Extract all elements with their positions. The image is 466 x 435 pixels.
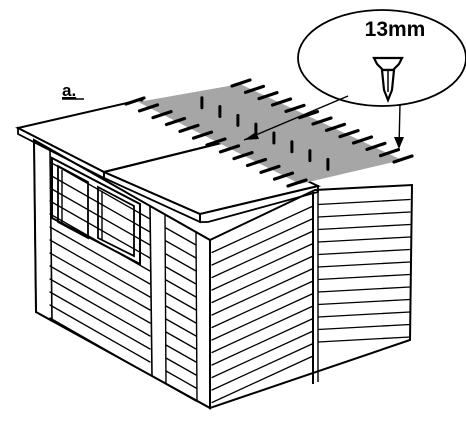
cladding-line — [211, 230, 313, 279]
cladding-line — [211, 218, 313, 266]
nail-mark — [178, 123, 200, 133]
cladding-line — [317, 273, 411, 281]
nail-mark — [324, 122, 347, 132]
cladding-line — [49, 291, 151, 350]
cladding-line — [165, 240, 197, 259]
window-pane-left — [57, 164, 89, 240]
nail-mark — [218, 144, 241, 154]
cladding-line — [211, 243, 313, 291]
cladding-line — [317, 311, 411, 318]
nail-mark — [232, 151, 254, 161]
cladding-line — [49, 278, 151, 337]
cladding-line — [165, 266, 197, 285]
cladding-line — [317, 286, 411, 293]
cladding-line — [317, 223, 411, 231]
cladding-line — [165, 279, 197, 298]
shed-windows — [51, 156, 141, 266]
cladding-line — [211, 293, 313, 341]
left-wall-cladding — [49, 161, 197, 402]
cladding-line — [49, 304, 151, 363]
nail-mark — [378, 148, 401, 158]
step-label: a. — [62, 81, 76, 100]
cladding-line — [317, 323, 411, 331]
nail-mark — [392, 154, 414, 164]
nail-mark — [191, 130, 214, 140]
nail-mark — [272, 171, 295, 181]
nail-mark — [243, 84, 266, 94]
cladding-line — [317, 261, 411, 268]
cladding-line — [211, 255, 313, 304]
nail-mark — [311, 116, 333, 126]
shed-left-wall — [32, 138, 211, 410]
cladding-line — [49, 252, 151, 311]
nail-mark — [205, 137, 227, 147]
cladding-line — [165, 357, 197, 376]
cladding-line — [49, 200, 151, 259]
cladding-line — [165, 331, 197, 350]
nail-mark — [286, 178, 308, 188]
nail-size-callout: 13mm — [297, 9, 466, 107]
cladding-line — [211, 355, 313, 404]
nail-mark — [257, 91, 279, 101]
cladding-line — [317, 236, 411, 243]
roofing-nail-icon — [372, 56, 404, 103]
cladding-line — [165, 305, 197, 324]
nail-mark — [284, 103, 306, 113]
cladding-line — [165, 227, 197, 246]
cladding-line — [165, 253, 197, 272]
nail-mark — [137, 103, 160, 113]
window-pane-right — [97, 185, 135, 258]
cladding-line — [211, 330, 313, 379]
cladding-line — [49, 239, 151, 298]
cladding-line — [165, 292, 197, 311]
nail-mark — [245, 157, 268, 168]
nail-mark — [365, 141, 387, 151]
nail-mark — [297, 110, 320, 120]
nail-mark — [124, 96, 146, 106]
callout-arrows — [243, 95, 404, 149]
shed-right-wall — [209, 183, 414, 410]
nail-mark — [259, 164, 281, 174]
cladding-line — [211, 280, 313, 329]
nail-mark — [338, 129, 360, 139]
arrow-head-left — [244, 132, 259, 140]
cladding-line — [317, 211, 411, 218]
nail-mark — [270, 97, 293, 107]
cladding-line — [211, 305, 313, 354]
cladding-line — [49, 265, 151, 324]
nail-mark — [351, 135, 374, 145]
cladding-line — [211, 343, 313, 391]
nail-size-label: 13mm — [365, 18, 426, 41]
cladding-line — [49, 317, 151, 376]
cladding-line — [211, 205, 313, 254]
roof-felt-strip — [138, 84, 402, 184]
cladding-line — [317, 248, 411, 256]
felt-nails — [124, 78, 414, 188]
nail-mark — [164, 116, 187, 127]
right-wall-cladding — [211, 198, 411, 404]
cladding-line — [165, 318, 197, 337]
cladding-line — [211, 318, 313, 366]
cladding-line — [317, 336, 411, 343]
nail-mark — [151, 110, 173, 120]
cladding-line — [165, 370, 197, 389]
cladding-line — [49, 226, 151, 285]
cladding-line — [211, 268, 313, 316]
cladding-line — [317, 298, 411, 306]
cladding-line — [317, 198, 411, 206]
nail-mark — [230, 78, 252, 88]
arrow-head-right — [394, 137, 404, 149]
cladding-line — [165, 344, 197, 363]
